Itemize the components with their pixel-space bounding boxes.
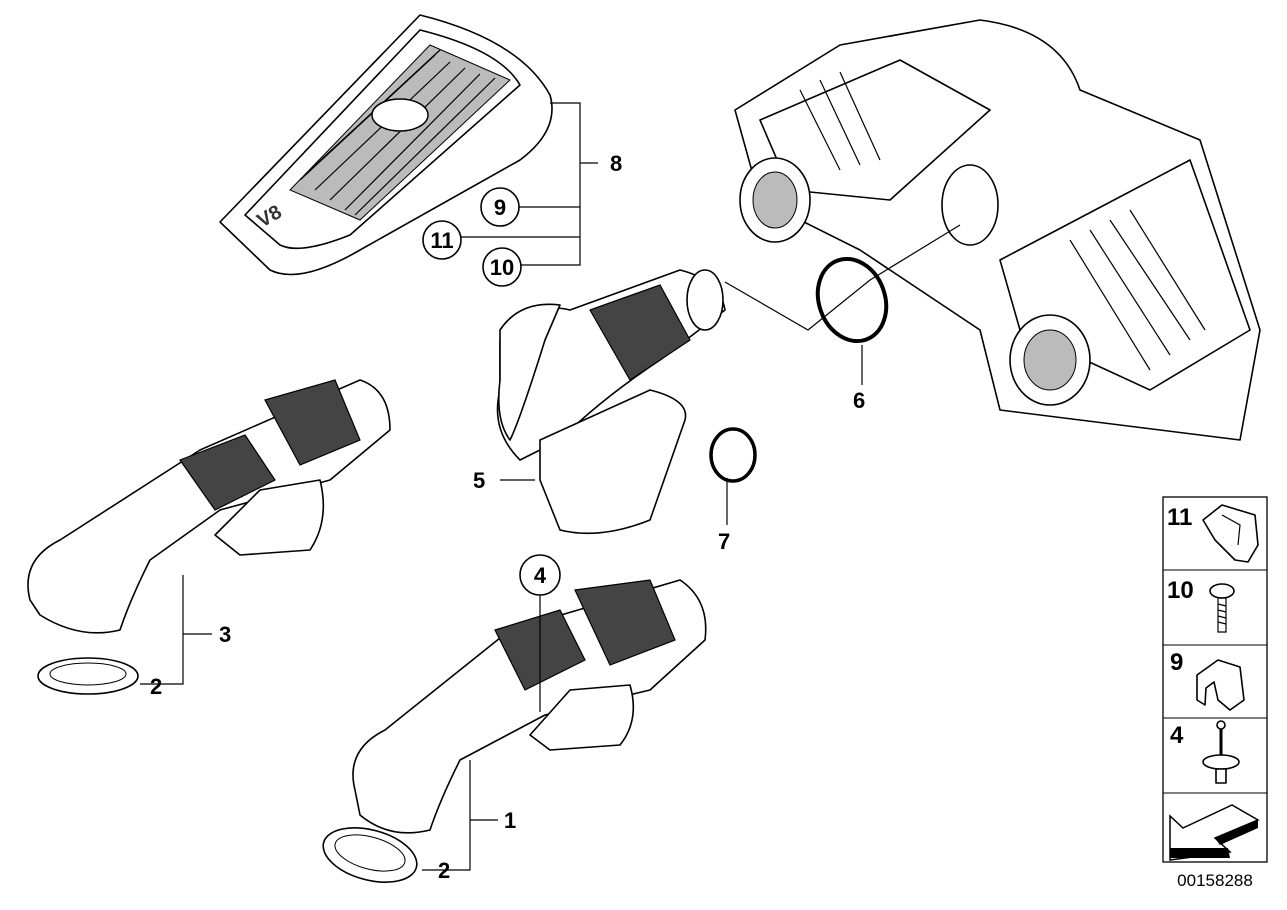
intake-duct-1-part[interactable] xyxy=(352,579,707,834)
legend-number-11: 11 xyxy=(1167,504,1192,531)
leader-lines xyxy=(140,102,961,871)
callout-1: 1 xyxy=(504,808,516,833)
callout-circle-9 xyxy=(480,187,520,227)
callout-9: 9 xyxy=(494,195,506,220)
ring-2-lower-part[interactable] xyxy=(317,818,423,891)
callout-8: 8 xyxy=(610,151,622,176)
clip-nut-icon xyxy=(1202,504,1259,563)
callout-circle-11 xyxy=(422,220,462,260)
intake-duct-5-part[interactable] xyxy=(496,269,726,535)
callout-circle-10 xyxy=(482,247,522,287)
hose-clamp-7[interactable] xyxy=(709,427,757,483)
engine-cover-part[interactable]: V8 xyxy=(219,14,553,276)
hose-clamp-6[interactable] xyxy=(807,249,898,351)
screw-icon xyxy=(1209,583,1235,633)
callout-7: 7 xyxy=(718,529,730,554)
callout-2-lower: 2 xyxy=(438,858,450,883)
bolt-with-washer-icon xyxy=(1202,720,1240,784)
callout-10: 10 xyxy=(490,255,514,280)
callout-6: 6 xyxy=(853,388,865,413)
legend-number-9: 9 xyxy=(1170,649,1183,676)
legend-number-10: 10 xyxy=(1167,577,1194,604)
clamp-clip-icon xyxy=(1196,659,1245,711)
diagram-code: 00158288 xyxy=(1177,871,1253,890)
air-filter-housing-part[interactable] xyxy=(734,19,1261,441)
legend-number-4: 4 xyxy=(1170,722,1184,749)
ring-2-upper-part[interactable] xyxy=(37,657,139,695)
legend-panel: 11 10 9 4 xyxy=(1162,496,1268,863)
callout-circle-4 xyxy=(519,554,561,596)
callout-5: 5 xyxy=(473,468,485,493)
intake-duct-3-part[interactable] xyxy=(27,379,391,634)
callout-2-upper: 2 xyxy=(150,674,162,699)
callout-3: 3 xyxy=(219,622,231,647)
callout-11: 11 xyxy=(430,228,453,253)
callout-4: 4 xyxy=(534,563,547,588)
direction-arrow-icon xyxy=(1169,804,1260,861)
